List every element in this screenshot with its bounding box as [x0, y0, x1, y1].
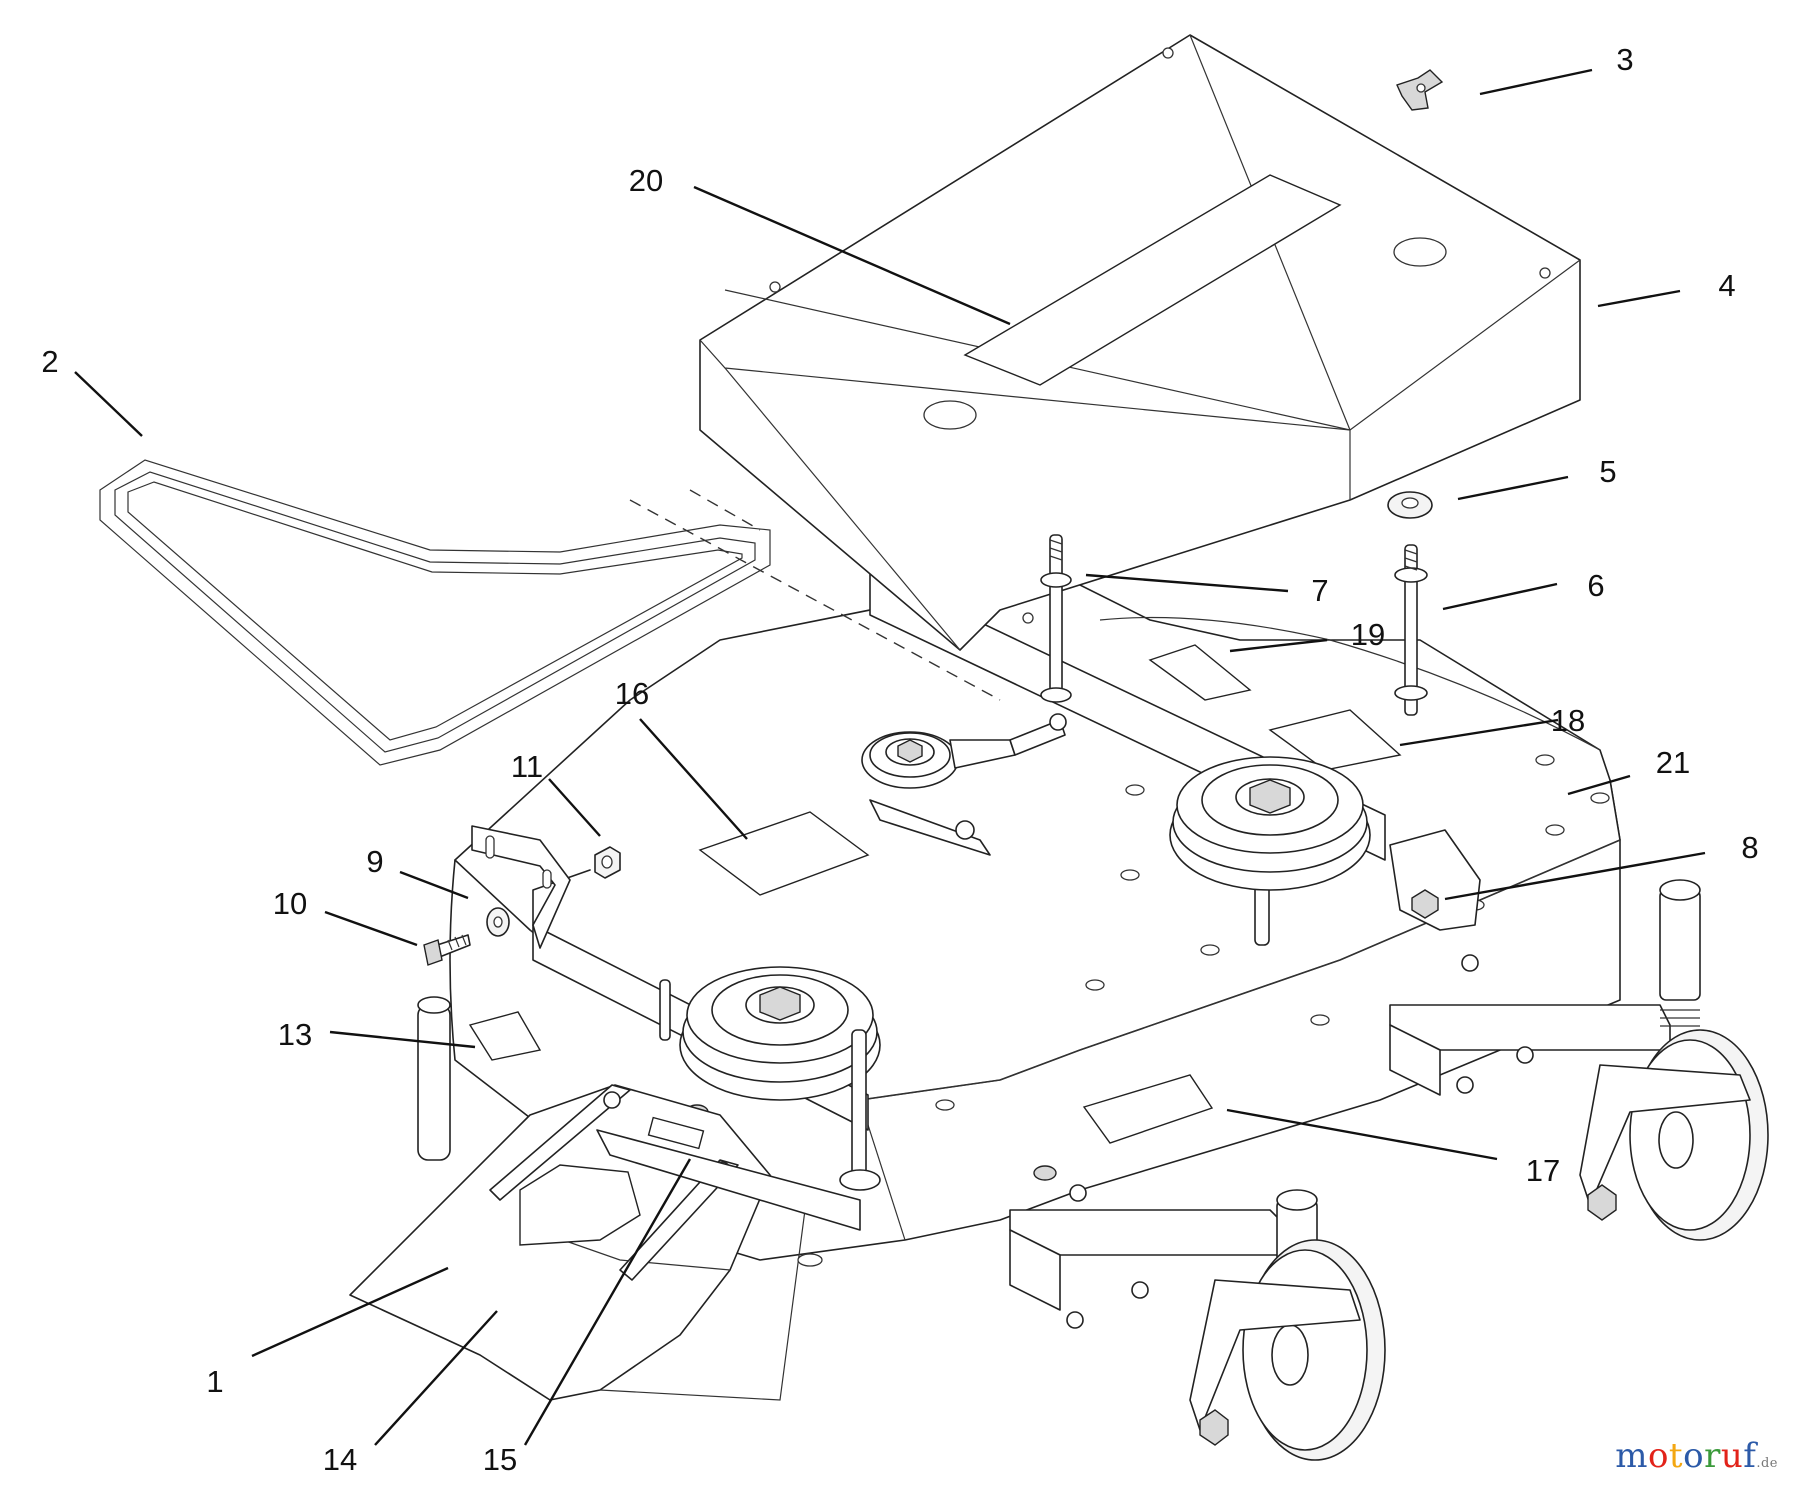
callout-15: 15 — [483, 1442, 517, 1477]
watermark-letter: o — [1683, 1436, 1705, 1476]
leader-1 — [251, 1266, 449, 1358]
mower-deck-housing — [417, 559, 1621, 1261]
callout-7: 7 — [1311, 573, 1328, 608]
idler-pulley — [861, 713, 1067, 856]
watermark-letter: o — [1647, 1436, 1669, 1476]
belt-cover — [699, 34, 1581, 651]
watermark-text: motoruf — [1615, 1436, 1756, 1476]
leader-6 — [1442, 582, 1558, 611]
leader-8 — [1444, 851, 1706, 901]
callout-3: 3 — [1616, 42, 1633, 77]
decal-16 — [698, 811, 870, 896]
bolt-10 — [423, 934, 471, 966]
callout-17: 17 — [1526, 1153, 1560, 1188]
washer-10 — [486, 907, 510, 937]
callout-9: 9 — [366, 844, 383, 879]
callout-21: 21 — [1656, 745, 1690, 780]
leader-11 — [548, 778, 601, 837]
pulley-left — [679, 966, 881, 1101]
callout-18: 18 — [1551, 703, 1585, 738]
knob — [1396, 69, 1444, 111]
decal-14 — [519, 1164, 641, 1246]
leader-4 — [1597, 289, 1681, 308]
leader-lines — [74, 68, 1706, 1446]
callout-4: 4 — [1718, 268, 1735, 303]
pulley-right — [1169, 756, 1371, 891]
watermark-suffix: .de — [1756, 1456, 1778, 1471]
drive-belt — [99, 459, 771, 766]
callout-20: 20 — [629, 163, 663, 198]
leader-10 — [324, 910, 418, 947]
callout-19: 19 — [1351, 617, 1385, 652]
nut-8 — [1389, 829, 1481, 931]
decal-18 — [1268, 709, 1402, 771]
watermark-letter: r — [1704, 1436, 1721, 1476]
washer-5 — [1387, 491, 1433, 519]
callout-8: 8 — [1741, 830, 1758, 865]
watermark-logo: motoruf.de — [1615, 1436, 1778, 1476]
watermark-letter: f — [1743, 1436, 1757, 1476]
discharge-chute — [349, 1084, 861, 1401]
decal-13 — [468, 1011, 542, 1061]
leader-2 — [74, 371, 143, 437]
belt-routing-line — [629, 499, 1001, 701]
watermark-letter: u — [1720, 1436, 1744, 1476]
deck-post — [417, 996, 451, 1161]
leader-19 — [1229, 638, 1328, 653]
leader-5 — [1457, 475, 1569, 501]
callout-16: 16 — [615, 676, 649, 711]
leader-16 — [639, 718, 748, 840]
stud-bolt-7 — [1040, 534, 1072, 703]
callout-14: 14 — [323, 1442, 357, 1477]
caster-wheel-rear — [1389, 879, 1769, 1241]
decal-20 — [963, 174, 1342, 386]
callout-labels: 1 2 3 4 5 6 7 8 9 10 11 13 14 15 16 17 18 19 20 21 — [41, 42, 1758, 1477]
callout-2: 2 — [41, 344, 58, 379]
decal-19 — [1148, 644, 1252, 701]
callout-11: 11 — [511, 749, 543, 784]
bracket-9 — [471, 825, 571, 949]
decal-17 — [1082, 1074, 1214, 1144]
leader-21 — [1567, 774, 1631, 796]
leader-9 — [399, 870, 469, 900]
decal-15 — [647, 1116, 705, 1150]
callout-5: 5 — [1599, 454, 1616, 489]
caster-wheel-front — [1009, 1184, 1386, 1461]
callout-1: 1 — [206, 1364, 223, 1399]
nut-11 — [594, 846, 621, 879]
leader-20 — [693, 185, 1011, 326]
stud-bolt-6 — [1394, 544, 1428, 716]
leader-18 — [1399, 718, 1559, 747]
leader-15 — [523, 1158, 692, 1446]
leader-7 — [1085, 573, 1289, 593]
leader-14 — [374, 1310, 498, 1446]
callout-13: 13 — [278, 1017, 312, 1052]
leader-17 — [1226, 1108, 1498, 1161]
callout-6: 6 — [1587, 568, 1604, 603]
watermark-letter: t — [1668, 1436, 1684, 1476]
callout-10: 10 — [273, 886, 307, 921]
leader-3 — [1479, 68, 1593, 96]
watermark-letter: m — [1615, 1436, 1648, 1476]
leader-13 — [329, 1030, 476, 1049]
